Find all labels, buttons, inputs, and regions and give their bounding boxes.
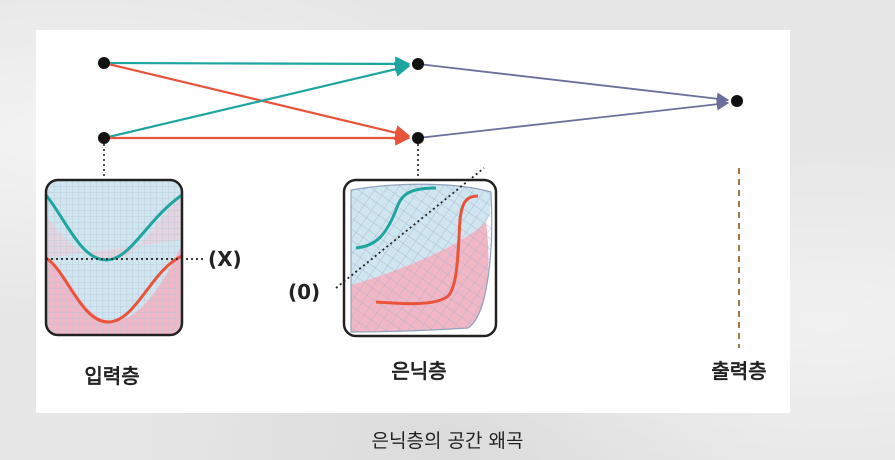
hidden-boundary-line xyxy=(335,167,485,289)
output-node xyxy=(731,95,743,107)
figure-caption: 은닉층의 공간 왜곡 xyxy=(371,430,524,452)
hidden-node-2 xyxy=(412,132,424,144)
network-diagram: (X) (0) 입력층 은닉층 출력층 xyxy=(44,56,767,388)
edge-input1-hidden1 xyxy=(103,56,411,72)
hidden-node-1 xyxy=(412,58,424,70)
hidden-space-frame xyxy=(342,178,498,338)
input-node-2 xyxy=(98,132,110,144)
input-axis-label: (X) xyxy=(208,247,242,271)
input-space-frame xyxy=(44,178,184,337)
output-layer-label: 출력층 xyxy=(711,359,766,383)
diagram-panel: (X) (0) 입력층 은닉층 출력층 xyxy=(36,30,790,413)
hidden-layer-label: 은닉층 xyxy=(391,359,446,383)
edge-hidden1-output xyxy=(417,63,730,105)
edge-input1-hidden2 xyxy=(103,61,411,141)
edge-hidden2-output xyxy=(417,98,730,139)
hidden-axis-label: (0) xyxy=(288,280,320,304)
input-layer-label: 입력층 xyxy=(84,364,139,388)
edge-input2-hidden1 xyxy=(103,61,411,140)
hidden-space-panel xyxy=(344,180,496,336)
input-node-1 xyxy=(98,57,110,69)
input-space-panel xyxy=(46,180,182,335)
